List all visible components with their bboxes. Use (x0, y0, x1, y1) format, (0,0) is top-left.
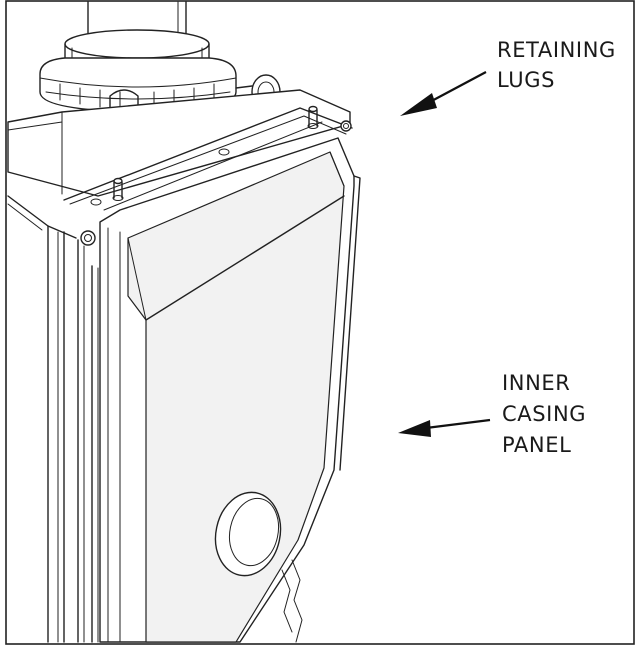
callout-inner-casing-panel: INNER CASING PANEL (502, 371, 586, 457)
label-inner-line2: CASING (502, 402, 586, 426)
retaining-lug-left (112, 177, 124, 201)
figure-frame (5, 0, 635, 645)
label-inner-line1: INNER (502, 371, 570, 395)
arrow-retaining-lugs (400, 71, 487, 116)
flue-assembly (39, 1, 281, 113)
label-inner-line3: PANEL (502, 433, 571, 457)
side-casing (7, 195, 99, 643)
label-retaining-line2: LUGS (497, 68, 555, 92)
top-casing (7, 89, 353, 211)
inner-casing-panel (99, 137, 361, 643)
label-retaining-line1: RETAINING (497, 38, 616, 62)
callout-retaining-lugs: RETAINING LUGS (497, 38, 616, 92)
retaining-lug-right (307, 105, 319, 129)
screw-right (340, 120, 352, 132)
arrow-inner-casing-panel (398, 418, 491, 437)
screw-left (80, 230, 96, 246)
